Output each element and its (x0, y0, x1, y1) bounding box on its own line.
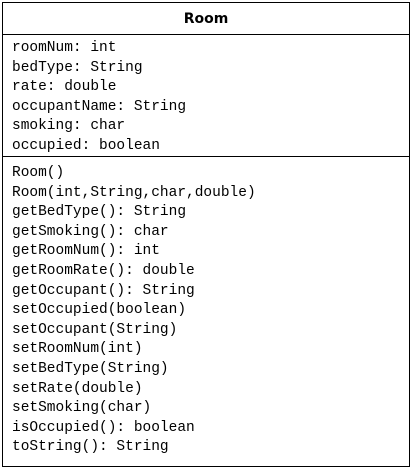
methods-compartment: Room() Room(int,String,char,double) getB… (3, 157, 409, 458)
class-name-compartment: Room (3, 3, 409, 35)
attribute-row: occupied: boolean (12, 137, 160, 154)
uml-class-box: Room roomNum: int bedType: String rate: … (2, 2, 410, 467)
method-row: setRoomNum(int) (12, 341, 143, 358)
method-row: getSmoking(): char (12, 223, 169, 240)
method-row: getOccupant(): String (12, 282, 195, 299)
attribute-row: occupantName: String (12, 98, 187, 115)
method-row: Room() (12, 165, 65, 181)
method-row: getRoomNum(): int (12, 243, 160, 260)
method-row: isOccupied(): boolean (12, 419, 195, 436)
class-name: Room (183, 10, 229, 27)
attribute-row: roomNum: int (12, 40, 117, 56)
attribute-row: bedType: String (12, 59, 143, 76)
method-row: setOccupant(String) (12, 321, 178, 338)
method-row: setRate(double) (12, 380, 143, 397)
attributes-compartment: roomNum: int bedType: String rate: doubl… (3, 35, 409, 157)
method-row: toString(): String (12, 439, 169, 456)
method-row: setSmoking(char) (12, 400, 152, 417)
attribute-row: rate: double (12, 79, 117, 96)
method-row: getBedType(): String (12, 204, 187, 221)
attribute-row: smoking: char (12, 118, 126, 135)
method-row: setOccupied(boolean) (12, 302, 187, 319)
method-row: setBedType(String) (12, 360, 169, 377)
method-row: getRoomRate(): double (12, 262, 195, 279)
method-row: Room(int,String,char,double) (12, 184, 256, 201)
